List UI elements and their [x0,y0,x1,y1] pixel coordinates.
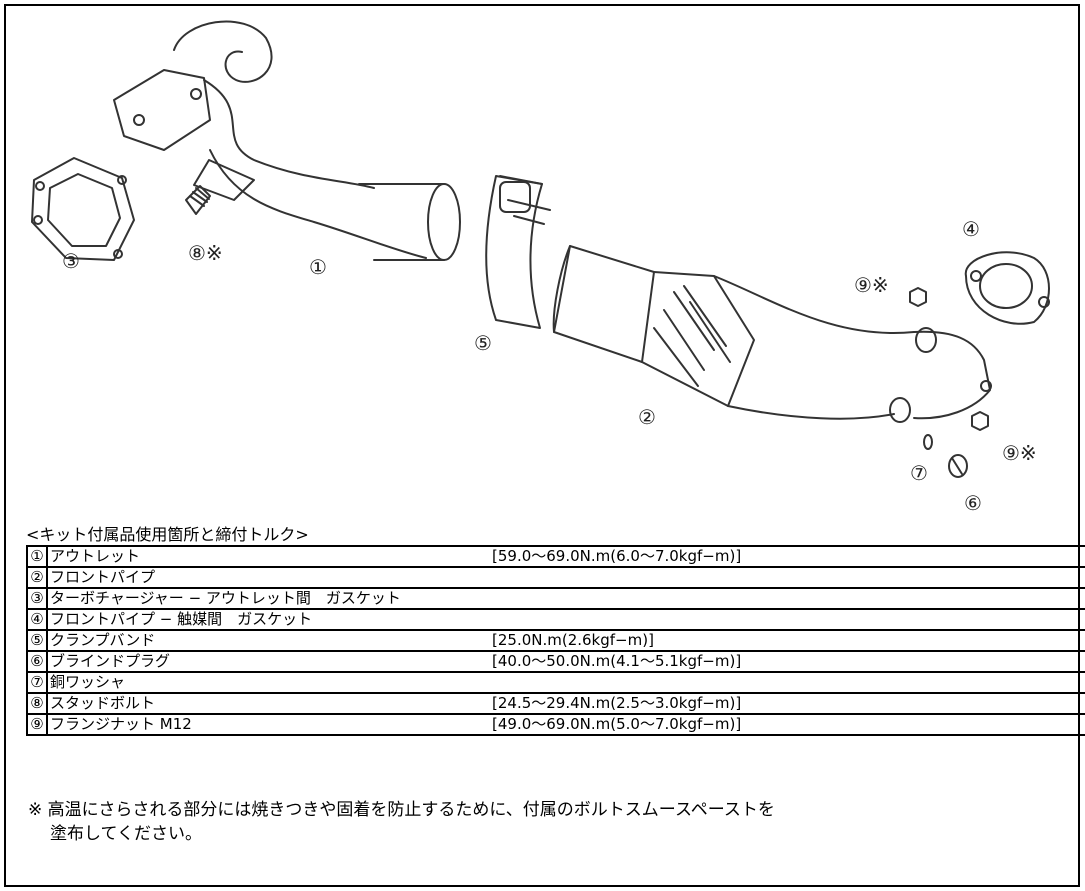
part-number: ⑧ [26,692,48,715]
part-torque [490,587,1085,610]
note-text-1: 高温にさらされる部分には焼きつきや固着を防止するために、付属のボルトスムースペー… [47,800,775,820]
table-row: ① アウトレット [59.0〜69.0N.m(6.0〜7.0kgf−m)] [26,545,1085,568]
part-name: ターボチャージャー − アウトレット間 ガスケット [47,587,490,610]
front-pipe-2-drawing [552,245,992,423]
copper-washer-7-drawing [923,434,933,450]
table-row: ⑨ フランジナット M12 [49.0〜69.0N.m(5.0〜7.0kgf−m… [26,713,1085,736]
outlet-pipe-1-drawing [113,20,461,261]
instruction-sheet: ③ ⑧※ ① ⑤ ④ ⑨※ ② ⑨※ ⑦ ⑥ <キット付属品使用箇所と締付トルク… [4,4,1085,887]
callout-8: ⑧※ [188,241,223,265]
callout-4: ④ [962,217,980,241]
part-name: ブラインドプラグ [47,650,490,673]
table-caption: <キット付属品使用箇所と締付トルク> [26,525,309,544]
callout-7: ⑦ [910,461,928,485]
callout-9-upper: ⑨※ [854,273,889,297]
part-number: ① [26,545,48,568]
callout-6: ⑥ [964,491,982,515]
blind-plug-6-drawing [948,454,968,478]
note-line-2: 塗布してください。 [50,824,202,844]
parts-torque-table: ① アウトレット [59.0〜69.0N.m(6.0〜7.0kgf−m)] ② … [26,545,1085,736]
gasket-3-drawing [31,157,135,261]
table-row: ⑥ ブラインドプラグ [40.0〜50.0N.m(4.1〜5.1kgf−m)] [26,650,1085,673]
table-row: ④ フロントパイプ − 触媒間 ガスケット [26,608,1085,631]
part-number: ③ [26,587,48,610]
part-number: ⑨ [26,713,48,736]
caution-note: ※ 高温にさらされる部分には焼きつきや固着を防止するために、付属のボルトスムース… [28,798,775,846]
part-torque [490,566,1085,589]
part-torque: [25.0N.m(2.6kgf−m)] [490,629,1085,652]
table-row: ⑦ 銅ワッシャ [26,671,1085,694]
part-number: ⑥ [26,650,48,673]
callout-5: ⑤ [474,331,492,355]
callout-9-lower: ⑨※ [1002,441,1037,465]
part-name: フランジナット M12 [47,713,490,736]
table-row: ⑧ スタッドボルト [24.5〜29.4N.m(2.5〜3.0kgf−m)] [26,692,1085,715]
table-row: ② フロントパイプ [26,566,1085,589]
callout-labels: ③ ⑧※ ① ⑤ ④ ⑨※ ② ⑨※ ⑦ ⑥ [62,217,1037,515]
note-mark: ※ [28,800,43,820]
table-row: ⑤ クランプバンド [25.0N.m(2.6kgf−m)] [26,629,1085,652]
stud-bolt-8-drawing [185,185,211,215]
part-name: クランプバンド [47,629,490,652]
part-name: フロントパイプ [47,566,490,589]
part-name: 銅ワッシャ [47,671,490,694]
part-torque [490,608,1085,631]
callout-1: ① [309,255,327,279]
part-torque [490,671,1085,694]
part-name: スタッドボルト [47,692,490,715]
callout-2: ② [638,405,656,429]
part-number: ⑤ [26,629,48,652]
part-name: フロントパイプ − 触媒間 ガスケット [47,608,490,631]
part-torque: [40.0〜50.0N.m(4.1〜5.1kgf−m)] [490,650,1085,673]
parts-illustration: ③ ⑧※ ① ⑤ ④ ⑨※ ② ⑨※ ⑦ ⑥ [31,20,1050,515]
part-number: ② [26,566,48,589]
part-torque: [59.0〜69.0N.m(6.0〜7.0kgf−m)] [490,545,1085,568]
table-row: ③ ターボチャージャー − アウトレット間 ガスケット [26,587,1085,610]
note-line-1: ※ 高温にさらされる部分には焼きつきや固着を防止するために、付属のボルトスムース… [28,798,775,822]
part-number: ④ [26,608,48,631]
part-torque: [24.5〜29.4N.m(2.5〜3.0kgf−m)] [490,692,1085,715]
clamp-band-5-drawing [485,175,551,329]
gasket-4-drawing [964,251,1050,325]
flange-nuts-9-drawing [909,287,989,431]
part-name: アウトレット [47,545,490,568]
part-number: ⑦ [26,671,48,694]
callout-3: ③ [62,249,80,273]
exploded-parts-diagram: ③ ⑧※ ① ⑤ ④ ⑨※ ② ⑨※ ⑦ ⑥ [14,10,1074,520]
part-torque: [49.0〜69.0N.m(5.0〜7.0kgf−m)] [490,713,1085,736]
